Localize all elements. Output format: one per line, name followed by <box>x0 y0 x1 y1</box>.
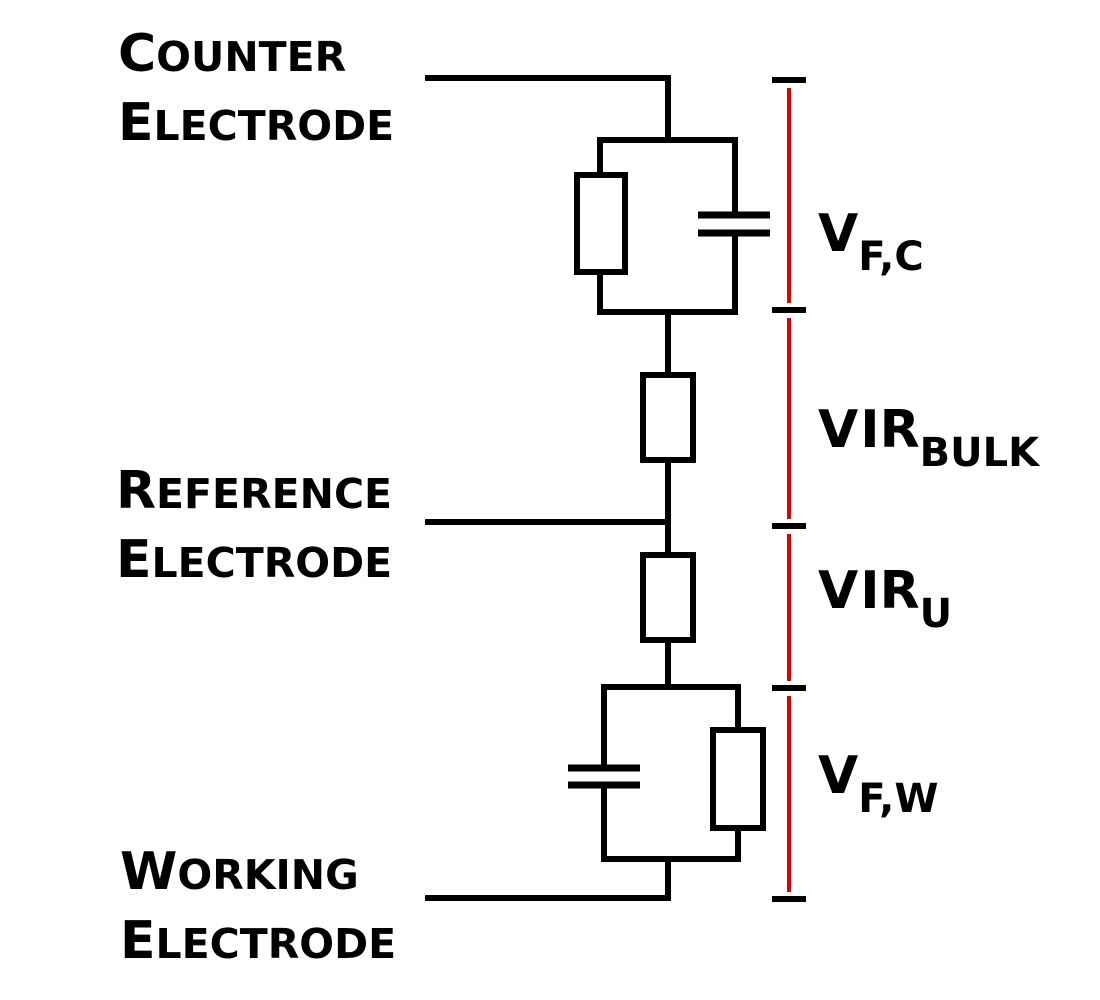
reference-l2-rest: LECTRODE <box>152 539 393 587</box>
voltage-labels: VF,C VIRBULK VIRU VF,W <box>818 204 1041 822</box>
working-electrode-line1: WORKING <box>120 842 359 902</box>
counter-l2-rest: LECTRODE <box>154 102 395 150</box>
vfc-main: V <box>818 204 858 264</box>
working-cap: W <box>120 842 177 902</box>
virbulk-main: V <box>818 400 858 460</box>
viru-sub: U <box>920 591 952 637</box>
reference-electrode-label: REFERENCE ELECTRODE <box>116 461 392 590</box>
counter-electrode-label: COUNTER ELECTRODE <box>118 24 394 153</box>
viru-main: V <box>818 561 858 621</box>
label-vfw: VF,W <box>818 746 938 822</box>
reference-electrode-line2: ELECTRODE <box>116 530 392 590</box>
bulk-resistor <box>640 372 696 463</box>
working-lead-wire <box>425 856 671 901</box>
reference-electrode-line1: REFERENCE <box>116 461 392 521</box>
counter-cap: C <box>118 24 156 84</box>
voltage-span-markers <box>772 77 806 902</box>
working-l2-cap: E <box>120 911 156 971</box>
reference-l2-cap: E <box>116 530 152 590</box>
vfc-sub: F,C <box>858 234 923 280</box>
working-l2-rest: LECTRODE <box>156 920 397 968</box>
counter-rest: OUNTER <box>156 33 346 81</box>
viru-mid: IR <box>860 561 919 621</box>
label-virbulk: VIRBULK <box>818 400 1041 476</box>
faradaic-resistor-working <box>710 727 766 831</box>
label-vfc: VF,C <box>818 204 924 280</box>
counter-electrode-line2: ELECTRODE <box>118 93 394 153</box>
counter-lead-wire <box>425 75 671 143</box>
vfw-sub: F,W <box>858 776 938 822</box>
working-electrode-label: WORKING ELECTRODE <box>120 842 396 971</box>
counter-l2-cap: E <box>118 93 154 153</box>
working-electrode-line2: ELECTRODE <box>120 911 396 971</box>
counter-electrode-line1: COUNTER <box>118 24 346 84</box>
faradaic-resistor-counter <box>574 172 628 275</box>
vfw-main: V <box>818 746 858 806</box>
virbulk-sub: BULK <box>920 430 1041 476</box>
label-viru: VIRU <box>818 561 952 637</box>
reference-rest: EFERENCE <box>156 470 392 518</box>
reference-cap: R <box>116 461 156 521</box>
uncompensated-resistor <box>640 552 696 643</box>
circuit <box>425 75 770 901</box>
virbulk-mid: IR <box>860 400 919 460</box>
working-rest: ORKING <box>177 851 358 899</box>
